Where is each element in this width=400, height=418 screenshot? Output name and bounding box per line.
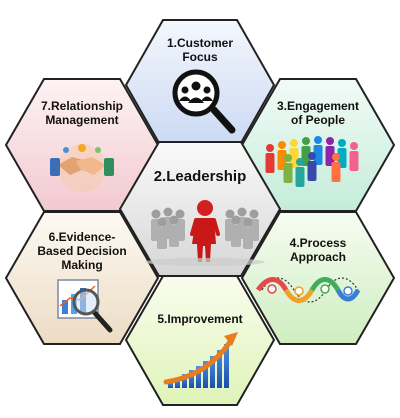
team-people-icon (265, 136, 359, 187)
hexagon-improvement (124, 275, 276, 406)
label-improvement-line1: 5.Improvement (157, 312, 243, 326)
label-improvement: 5.Improvement (140, 312, 260, 326)
hexagon-process-approach (240, 211, 396, 345)
label-process-line1: 4.Process (289, 236, 347, 250)
label-relationship-management: 7.Relationship Management (22, 99, 142, 127)
growth-bar-chart-icon (163, 332, 238, 388)
label-engagement-line1: 3.Engagement (276, 99, 360, 113)
label-relationship-line1: 7.Relationship (40, 99, 123, 113)
growth-bar (196, 366, 201, 388)
label-evidence-line3: Making (61, 258, 103, 273)
growth-bar (217, 350, 222, 388)
label-evidence-line1: 6.Evidence- (48, 230, 116, 244)
handshake-icon (50, 144, 114, 192)
label-process-line2: Approach (289, 250, 346, 265)
team-member-figure (307, 152, 317, 181)
crowd-figure (169, 215, 179, 247)
label-customer-focus-line2: Focus (182, 50, 218, 65)
label-customer-focus: 1.Customer Focus (150, 36, 250, 64)
label-evidence-based-decision: 6.Evidence- Based Decision Making (22, 230, 142, 272)
team-member-figure (295, 158, 305, 187)
leader-with-crowd-icon (145, 200, 265, 266)
team-member-figure (325, 137, 335, 166)
crowd-figure (157, 217, 167, 249)
magnifier-people-icon (172, 69, 236, 134)
red-leader-figure (190, 200, 220, 262)
process-flow-icon (255, 277, 361, 303)
growth-bar (182, 374, 187, 388)
label-evidence-line2: Based Decision (37, 244, 127, 259)
team-member-figure (283, 154, 293, 183)
team-member-figure (349, 142, 359, 171)
label-engagement-line2: of People (290, 113, 345, 128)
label-process-approach: 4.Process Approach (258, 236, 378, 264)
growth-bar (168, 382, 173, 388)
team-member-figure (313, 136, 323, 165)
label-engagement-of-people: 3.Engagement of People (258, 99, 378, 127)
hexagon-evidence-based-decision (4, 211, 160, 345)
leader-shadow (145, 258, 265, 266)
growth-bar (189, 370, 194, 388)
label-relationship-line2: Management (45, 113, 119, 128)
growth-bar (203, 361, 208, 388)
growth-bar (210, 356, 215, 388)
chart-magnifier-icon (57, 279, 113, 333)
crowd-figure (231, 215, 241, 247)
label-customer-focus-line1: 1.Customer (166, 36, 234, 50)
label-leadership-line1: 2.Leadership (153, 168, 247, 185)
growth-bar (224, 344, 229, 388)
label-leadership: 2.Leadership (140, 168, 260, 186)
team-member-figure (265, 144, 275, 173)
crowd-figure (243, 217, 253, 249)
growth-bar (175, 378, 180, 388)
team-member-figure (331, 153, 341, 182)
